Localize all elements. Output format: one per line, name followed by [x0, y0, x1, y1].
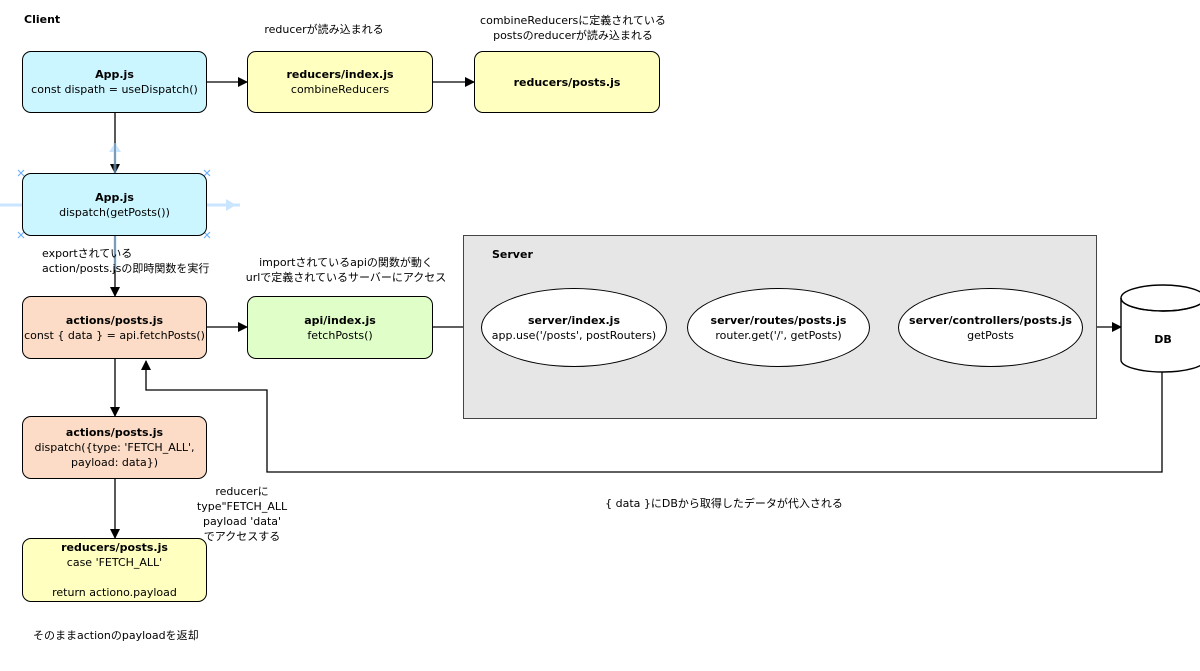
node-title: server/routes/posts.js — [710, 313, 847, 327]
node-subtitle: case 'FETCH_ALL' return actiono.payload — [52, 556, 177, 599]
node-reducers-posts-top[interactable]: reducers/posts.js — [474, 51, 660, 113]
annotation-export-line1: exportされている — [42, 247, 133, 260]
annotation-reducer-access-line4: でアクセスする — [203, 530, 281, 543]
node-title: App.js — [95, 190, 134, 204]
node-title: actions/posts.js — [65, 426, 164, 439]
annotation-return-payload: そのままactionのpayloadを返却 — [33, 629, 199, 642]
node-subtitle: dispatch(getPosts()) — [59, 205, 170, 219]
db-label: DB — [1154, 333, 1172, 346]
node-title: reducers/index.js — [286, 68, 394, 81]
node-title: server/index.js — [527, 313, 621, 327]
edge-db-to-actions — [141, 360, 1163, 473]
node-title: actions/posts.js — [65, 313, 164, 327]
node-actions-posts-fetch[interactable]: actions/posts.js const { data } = api.fe… — [22, 296, 207, 359]
selection-corner-markers — [17, 169, 211, 239]
node-api-index[interactable]: api/index.js fetchPosts() — [247, 296, 433, 359]
node-subtitle: const { data } = api.fetchPosts() — [24, 328, 205, 342]
node-title: reducers/posts.js — [61, 541, 168, 554]
node-server-index[interactable]: server/index.js app.use('/posts', postRo… — [481, 288, 667, 367]
node-title: App.js — [95, 68, 134, 81]
node-subtitle: app.use('/posts', postRouters) — [491, 328, 657, 342]
node-server-routes[interactable]: server/routes/posts.js router.get('/', g… — [687, 288, 870, 367]
node-reducers-index[interactable]: reducers/index.js combineReducers — [247, 51, 433, 113]
node-app-js-usedispatch[interactable]: App.js const dispath = useDispatch() — [22, 51, 207, 113]
annotation-combine-line2: postsのreducerが読み込まれる — [493, 29, 653, 42]
node-title: api/index.js — [304, 313, 376, 327]
node-subtitle: getPosts — [967, 328, 1014, 342]
annotation-reducer-access-line1: reducerに — [215, 485, 269, 498]
node-actions-posts-dispatch[interactable]: actions/posts.js dispatch({type: 'FETCH_… — [22, 416, 207, 479]
node-subtitle: const dispath = useDispatch() — [31, 83, 198, 96]
node-server-controllers[interactable]: server/controllers/posts.js getPosts — [898, 288, 1083, 367]
annotation-data-assigned: { data }にDBから取得したデータが代入される — [605, 497, 843, 510]
node-subtitle: combineReducers — [290, 83, 390, 96]
node-app-js-dispatch[interactable]: App.js dispatch(getPosts()) — [22, 173, 207, 236]
annotation-import-line1: importされているapiの関数が動く — [259, 256, 433, 269]
node-title: server/controllers/posts.js — [909, 313, 1072, 327]
annotation-export-line2: action/posts.jsの即時関数を実行 — [42, 262, 210, 275]
node-subtitle: fetchPosts() — [307, 328, 373, 342]
node-reducers-posts-bottom[interactable]: reducers/posts.js case 'FETCH_ALL' retur… — [22, 538, 207, 602]
annotation-combine-line1: combineReducersに定義されている — [480, 14, 666, 27]
client-label: Client — [24, 13, 61, 26]
node-subtitle: router.get('/', getPosts) — [715, 328, 842, 342]
annotation-reducer-access-line3: payload 'data' — [202, 515, 282, 528]
annotation-reducer-access-line2: type"FETCH_ALL — [196, 500, 288, 513]
node-title: reducers/posts.js — [513, 75, 621, 89]
annotation-import-line2: urlで定義されているサーバーにアクセス — [245, 271, 447, 284]
node-subtitle: dispatch({type: 'FETCH_ALL', payload: da… — [34, 441, 195, 469]
annotation-reducer-loaded: reducerが読み込まれる — [264, 23, 384, 36]
server-label: Server — [492, 248, 533, 261]
node-db[interactable] — [1119, 282, 1200, 374]
